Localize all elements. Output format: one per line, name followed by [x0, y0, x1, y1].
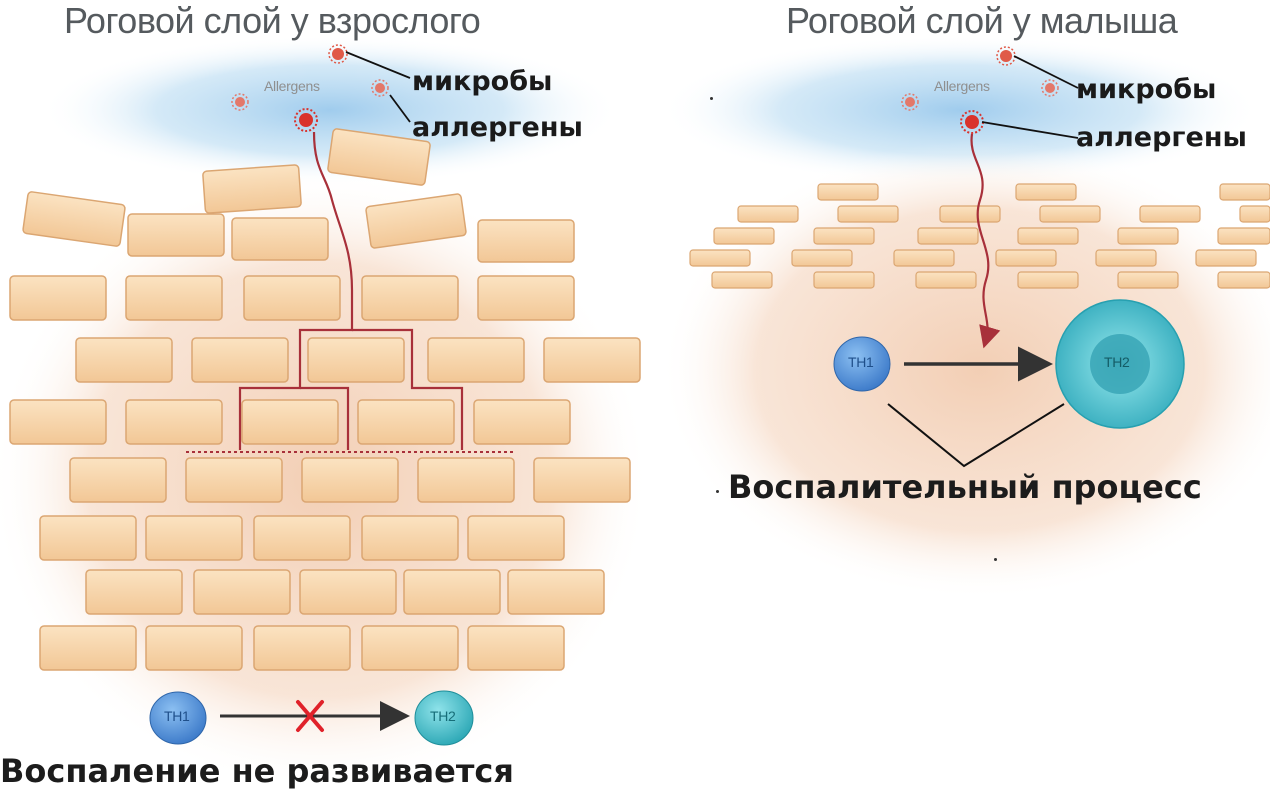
stray-dot — [710, 97, 713, 100]
left-allergens-label: аллергены — [412, 112, 583, 143]
right-allergen-path — [970, 133, 1001, 349]
right-sky-glow — [660, 35, 1260, 185]
left-th1-label: TH1 — [164, 708, 190, 724]
left-microbes-leader — [345, 51, 411, 79]
right-th1-cell — [833, 336, 891, 392]
left-block-mark — [296, 700, 324, 732]
right-allergens-tag: Allergens — [934, 78, 990, 94]
right-microbes-label: микробы — [1076, 74, 1217, 105]
right-panel-title: Роговой слой у малыша — [786, 0, 1178, 41]
right-th2-label: TH2 — [1104, 354, 1130, 370]
left-brick-wall — [9, 128, 641, 671]
left-panel-title: Роговой слой у взрослого — [64, 0, 481, 41]
right-process-bracket — [887, 403, 1065, 468]
right-th2-nucleus — [1090, 334, 1150, 394]
left-allergens-leader — [389, 94, 411, 123]
left-th2-cell — [414, 690, 474, 746]
left-caption: Воспаление не развивается — [0, 752, 514, 790]
right-caption: Воспалительный процесс — [728, 468, 1202, 506]
right-brick-layer — [689, 183, 1270, 289]
left-th2-label: TH2 — [430, 708, 456, 724]
stray-dot — [716, 490, 719, 493]
left-allergens-tag: Allergens — [264, 78, 320, 94]
left-microbes-label: микробы — [412, 66, 553, 97]
left-th1-cell — [149, 691, 207, 745]
right-allergens-label: аллергены — [1076, 122, 1247, 153]
right-microbes-leader — [1013, 55, 1079, 89]
left-allergen-particles — [231, 44, 389, 132]
stray-dot — [994, 558, 997, 561]
left-allergen-path — [238, 131, 464, 450]
right-th1-label: TH1 — [848, 354, 874, 370]
left-sky-glow — [40, 35, 620, 185]
right-allergens-leader — [981, 121, 1079, 139]
